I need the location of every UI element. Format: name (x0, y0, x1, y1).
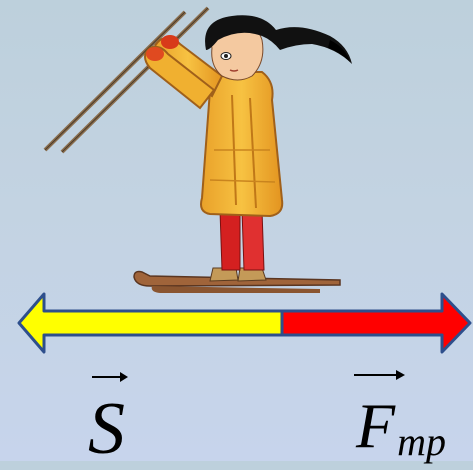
friction-arrow (280, 292, 472, 354)
displacement-label: S (88, 392, 125, 466)
f-vector-arrow-icon (354, 370, 405, 380)
force-arrow-bar (17, 292, 472, 354)
hands (146, 35, 179, 61)
skier-head (205, 15, 352, 81)
displacement-arrow (17, 292, 284, 354)
s-vector-arrow-icon (92, 372, 128, 382)
coat (144, 36, 284, 218)
friction-subscript: mp (397, 419, 446, 464)
friction-symbol: F (356, 390, 396, 461)
friction-force-label: Fmp (356, 394, 446, 462)
boots (209, 267, 267, 282)
displacement-symbol: S (88, 388, 125, 470)
ski-poles (43, 6, 210, 154)
legs (219, 209, 265, 271)
